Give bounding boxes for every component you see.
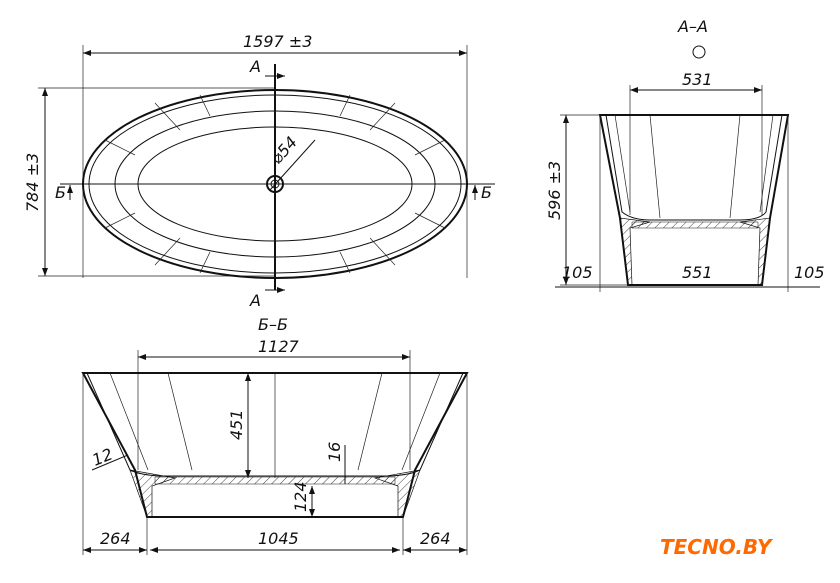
bb-depth-label: 451 [227, 409, 246, 440]
width-label: 784 ±3 [23, 153, 42, 212]
bb-wall-label: 12 [89, 444, 115, 469]
section-bb-view: Б–Б 1127 451 124 12 16 264 1045 264 [81, 315, 469, 555]
drain-icon [266, 175, 284, 193]
section-aa-view: А–А 531 596 ±3 105 551 105 [545, 17, 825, 292]
top-view: 1597 ±3 784 ±3 ⌀54 А А Б Б [23, 32, 495, 310]
section-bb-title: Б–Б [258, 315, 288, 334]
rotation-icon [692, 45, 706, 59]
bb-plinth-label: 124 [291, 481, 310, 512]
drain-diameter-label: ⌀54 [267, 133, 301, 168]
aa-right-overhang-label: 105 [794, 263, 825, 282]
aa-left-overhang-label: 105 [562, 263, 593, 282]
aa-inner-top-label: 531 [682, 70, 713, 89]
section-b-marker-left: Б [55, 183, 66, 202]
aa-base-label: 551 [682, 263, 713, 282]
aa-height-label: 596 ±3 [545, 161, 564, 220]
bb-bottom-label: 16 [325, 442, 344, 462]
bb-inner-top-label: 1127 [258, 337, 300, 356]
length-label: 1597 ±3 [243, 32, 312, 51]
section-aa-title: А–А [677, 17, 708, 36]
tecno-logo: TECNO.BY [660, 535, 774, 559]
section-a-marker-bottom: А [249, 291, 261, 310]
bb-right-overhang-label: 264 [420, 529, 451, 548]
bb-base-label: 1045 [258, 529, 299, 548]
section-a-marker-top: А [249, 57, 261, 76]
section-b-marker-right: Б [481, 183, 492, 202]
bb-left-overhang-label: 264 [100, 529, 131, 548]
